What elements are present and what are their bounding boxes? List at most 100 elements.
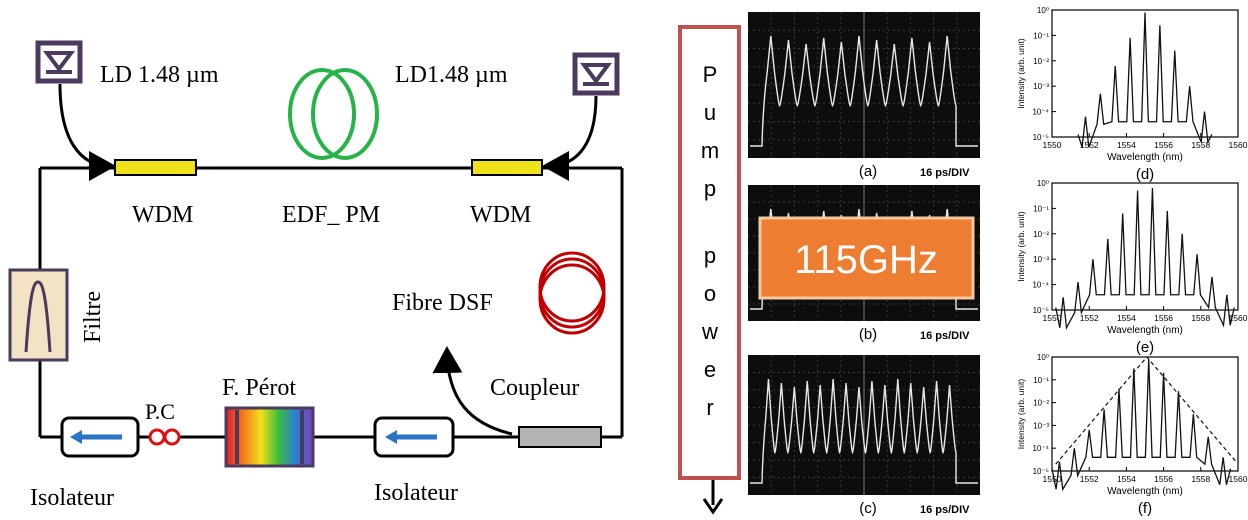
y-tick-label: 10⁰ <box>1037 353 1049 362</box>
spectrum-line <box>1051 359 1232 492</box>
panel-tag: (c) <box>859 500 877 517</box>
fperot-label: F. Pérot <box>222 375 296 401</box>
pump-power-letter: o <box>704 281 716 306</box>
x-axis-label: Wavelength (nm) <box>1107 152 1183 163</box>
diode-icon <box>43 51 75 73</box>
x-tick-label: 1556 <box>1154 140 1173 150</box>
x-axis-label: Wavelength (nm) <box>1107 325 1183 336</box>
laser-diode-right <box>572 52 620 96</box>
isolateur-left-label: Isolateur <box>30 485 114 511</box>
y-axis-label: Intensity (arb. unit) <box>1016 38 1026 109</box>
fabry-perot-filter <box>224 406 315 468</box>
wdm-left-label: WDM <box>132 202 193 228</box>
edf-coil <box>288 68 379 160</box>
y-tick-label: 10⁰ <box>1037 6 1049 15</box>
x-tick-label: 1560 <box>1229 140 1248 150</box>
envelope-line <box>1055 356 1237 465</box>
edf-label: EDF_ PM <box>282 202 380 228</box>
pc-label: P.C <box>145 399 175 424</box>
y-axis-label: Intensity (arb. unit) <box>1016 379 1026 450</box>
y-tick-label: 10⁻⁵ <box>1033 133 1049 142</box>
x-tick-label: 1550 <box>1043 474 1062 484</box>
laser-ring-schematic: LD 1.48 µm LD1.48 µm WDM EDF_ PM WDM Fil… <box>8 40 624 511</box>
x-tick-label: 1558 <box>1191 140 1210 150</box>
y-tick-label: 10⁻¹ <box>1033 204 1049 213</box>
bandpass-filter <box>8 268 69 362</box>
pump-arrow-right <box>542 95 598 181</box>
pump-power-letter: r <box>706 395 713 420</box>
panel-tag: (f) <box>1138 500 1152 517</box>
time-scale-label: 16 ps/DIV <box>920 167 970 179</box>
panel-tag: (d) <box>1136 166 1154 183</box>
y-tick-label: 10⁻³ <box>1033 421 1049 430</box>
y-tick-label: 10⁻¹ <box>1033 376 1049 385</box>
pump-power-box <box>678 25 741 480</box>
scope-trace-panel: (c) 16 ps/DIV <box>748 355 980 517</box>
isolator-left <box>60 416 140 458</box>
badge-text: 115GHz <box>794 238 938 282</box>
passband-icon <box>24 280 52 353</box>
y-tick-label: 10⁻⁴ <box>1032 444 1049 453</box>
left-arrow-icon <box>70 430 82 444</box>
y-tick-label: 10⁻¹ <box>1033 31 1049 40</box>
x-tick-label: 1560 <box>1229 474 1248 484</box>
x-tick-label: 1556 <box>1154 474 1173 484</box>
pump-power-letter: p <box>704 176 716 201</box>
panel-tag: (e) <box>1136 339 1154 356</box>
time-scale-label: 16 ps/DIV <box>920 504 970 516</box>
polarization-controller <box>148 428 181 446</box>
pulse-train <box>750 35 978 147</box>
ld-left-label: LD 1.48 µm <box>100 62 219 88</box>
spectrum-line <box>1077 12 1213 148</box>
x-tick-label: 1558 <box>1191 474 1210 484</box>
y-tick-label: 10⁰ <box>1037 179 1049 188</box>
dsf-coil <box>538 251 606 335</box>
coupleur-label: Coupleur <box>490 375 579 401</box>
y-tick-label: 10⁻⁵ <box>1033 306 1049 315</box>
spectrum-line <box>1055 188 1235 330</box>
panel-tag: (a) <box>859 163 877 180</box>
y-tick-label: 10⁻³ <box>1033 255 1049 264</box>
x-tick-label: 1550 <box>1043 140 1062 150</box>
y-tick-label: 10⁻² <box>1033 57 1049 66</box>
x-tick-label: 1552 <box>1080 313 1099 323</box>
pump-power-letter: w <box>701 319 718 344</box>
pump-power-letter: P <box>703 62 718 87</box>
x-axis-label: Wavelength (nm) <box>1107 486 1183 497</box>
scope-trace-panel: (a) 16 ps/DIV <box>748 12 980 180</box>
wdm-left <box>114 159 197 176</box>
y-tick-label: 10⁻⁴ <box>1032 108 1049 117</box>
x-tick-label: 1554 <box>1117 313 1136 323</box>
y-tick-label: 10⁻⁴ <box>1032 281 1049 290</box>
left-arrow-icon <box>385 430 397 444</box>
filtre-label: Filtre <box>80 291 106 343</box>
isolator-right <box>373 416 455 458</box>
x-tick-label: 1552 <box>1080 474 1099 484</box>
fibre-dsf-label: Fibre DSF <box>392 290 493 316</box>
pulse-train <box>750 378 978 484</box>
pump-power-letter: p <box>704 243 716 268</box>
down-arrow-icon <box>702 498 724 515</box>
y-tick-label: 10⁻⁵ <box>1033 467 1049 476</box>
pump-arrow-left <box>58 83 116 181</box>
x-tick-label: 1558 <box>1191 313 1210 323</box>
y-tick-label: 10⁻² <box>1033 230 1049 239</box>
pump-power-letter: u <box>704 100 716 125</box>
x-tick-label: 1554 <box>1117 474 1136 484</box>
x-tick-label: 1554 <box>1117 140 1136 150</box>
y-axis-label: Intensity (arb. unit) <box>1016 211 1026 282</box>
wdm-right-label: WDM <box>470 202 531 228</box>
output-coupler <box>518 426 602 448</box>
isolateur-right-label: Isolateur <box>374 480 458 506</box>
repetition-rate-badge: 115GHz <box>758 216 975 300</box>
pump-power-letter: m <box>701 138 719 163</box>
x-tick-label: 1560 <box>1229 313 1248 323</box>
y-tick-label: 10⁻³ <box>1033 82 1049 91</box>
time-scale-label: 16 ps/DIV <box>920 330 970 342</box>
